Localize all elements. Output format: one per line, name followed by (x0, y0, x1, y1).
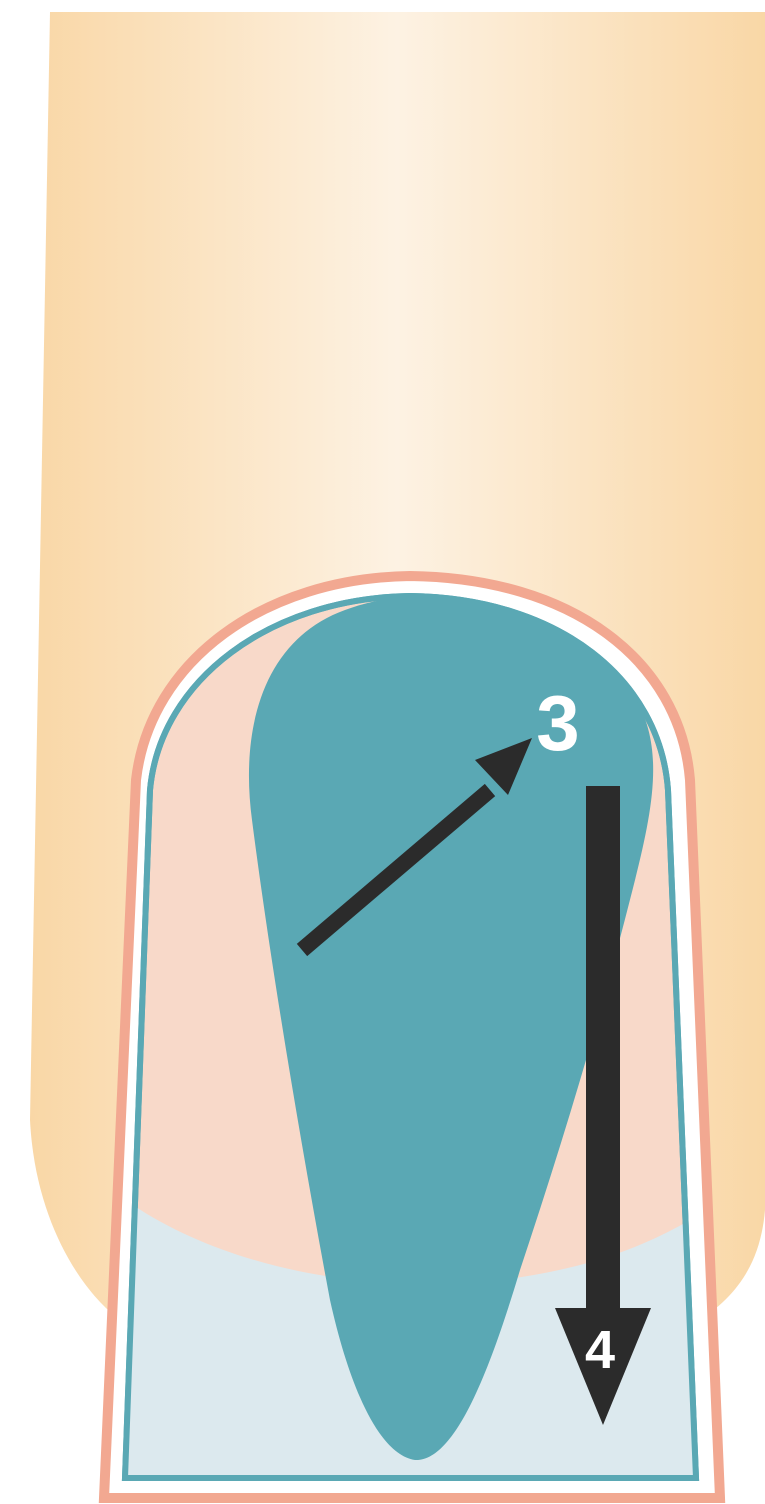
step-3-label: 3 (536, 679, 579, 767)
step-4-label: 4 (585, 1320, 615, 1380)
